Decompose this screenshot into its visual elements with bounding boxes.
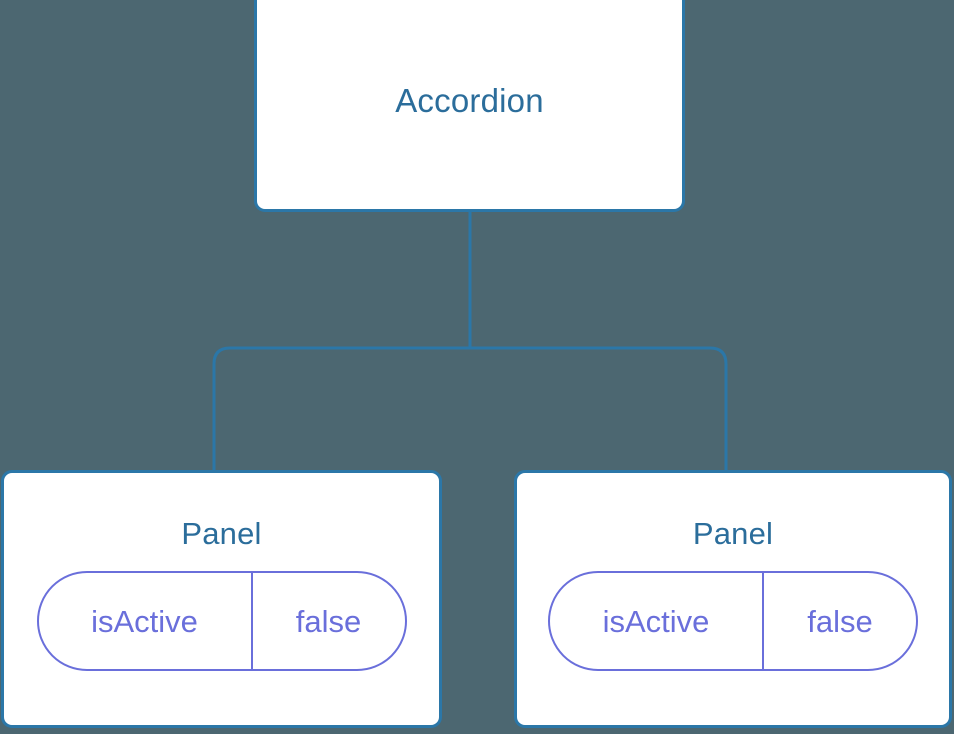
- state-pill-panel-right[interactable]: isActive false: [548, 571, 918, 671]
- state-value-label: false: [295, 603, 362, 639]
- edge-root-to-child-left: [212, 346, 470, 474]
- node-panel-left[interactable]: Panel isActive false: [1, 470, 442, 728]
- edge-root-to-child-right: [470, 346, 728, 474]
- state-value-label: false: [807, 603, 873, 639]
- node-panel-left-title: Panel: [181, 516, 262, 551]
- state-pill-panel-left[interactable]: isActive false: [36, 571, 407, 671]
- node-accordion[interactable]: Accordion: [254, 0, 685, 212]
- node-accordion-title: Accordion: [395, 81, 544, 119]
- node-panel-right[interactable]: Panel isActive false: [514, 470, 952, 728]
- state-key-label: isActive: [550, 573, 764, 669]
- node-panel-right-title: Panel: [692, 516, 774, 551]
- state-key-label: isActive: [39, 573, 253, 669]
